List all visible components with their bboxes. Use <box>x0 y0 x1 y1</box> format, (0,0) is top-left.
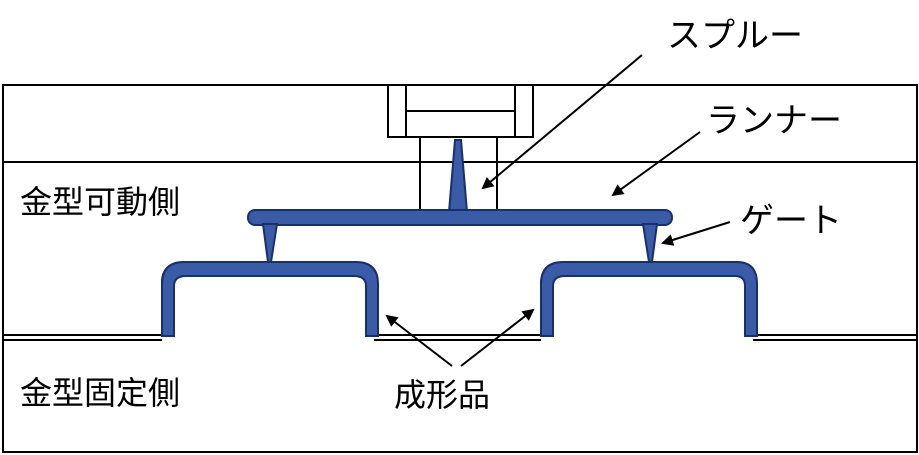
sprue-label: スプルー <box>667 16 803 56</box>
moving-side-parting-line <box>3 263 917 336</box>
gate-leader <box>661 221 731 246</box>
plastic-parts <box>161 139 758 337</box>
molded-part-leader-right <box>460 308 535 367</box>
runner-shape <box>247 209 673 226</box>
gate-left-shape <box>261 223 279 263</box>
fixed-side-block <box>2 339 918 453</box>
gate-right-shape <box>641 223 659 263</box>
molded-part-label: 成形品 <box>394 376 490 414</box>
molded-part-right <box>540 261 758 337</box>
gate-label: ゲート <box>740 201 842 241</box>
molded-part-leader-left <box>385 314 453 367</box>
runner-label: ランナー <box>706 101 842 141</box>
fixed-side-label: 金型固定側 <box>20 374 180 412</box>
runner-leader <box>611 131 701 197</box>
moving-side-label: 金型可動側 <box>20 183 180 221</box>
molded-part-left <box>161 261 379 337</box>
sprue-leader <box>481 54 643 190</box>
leader-lines <box>385 54 731 367</box>
sprue-shape <box>447 139 469 213</box>
